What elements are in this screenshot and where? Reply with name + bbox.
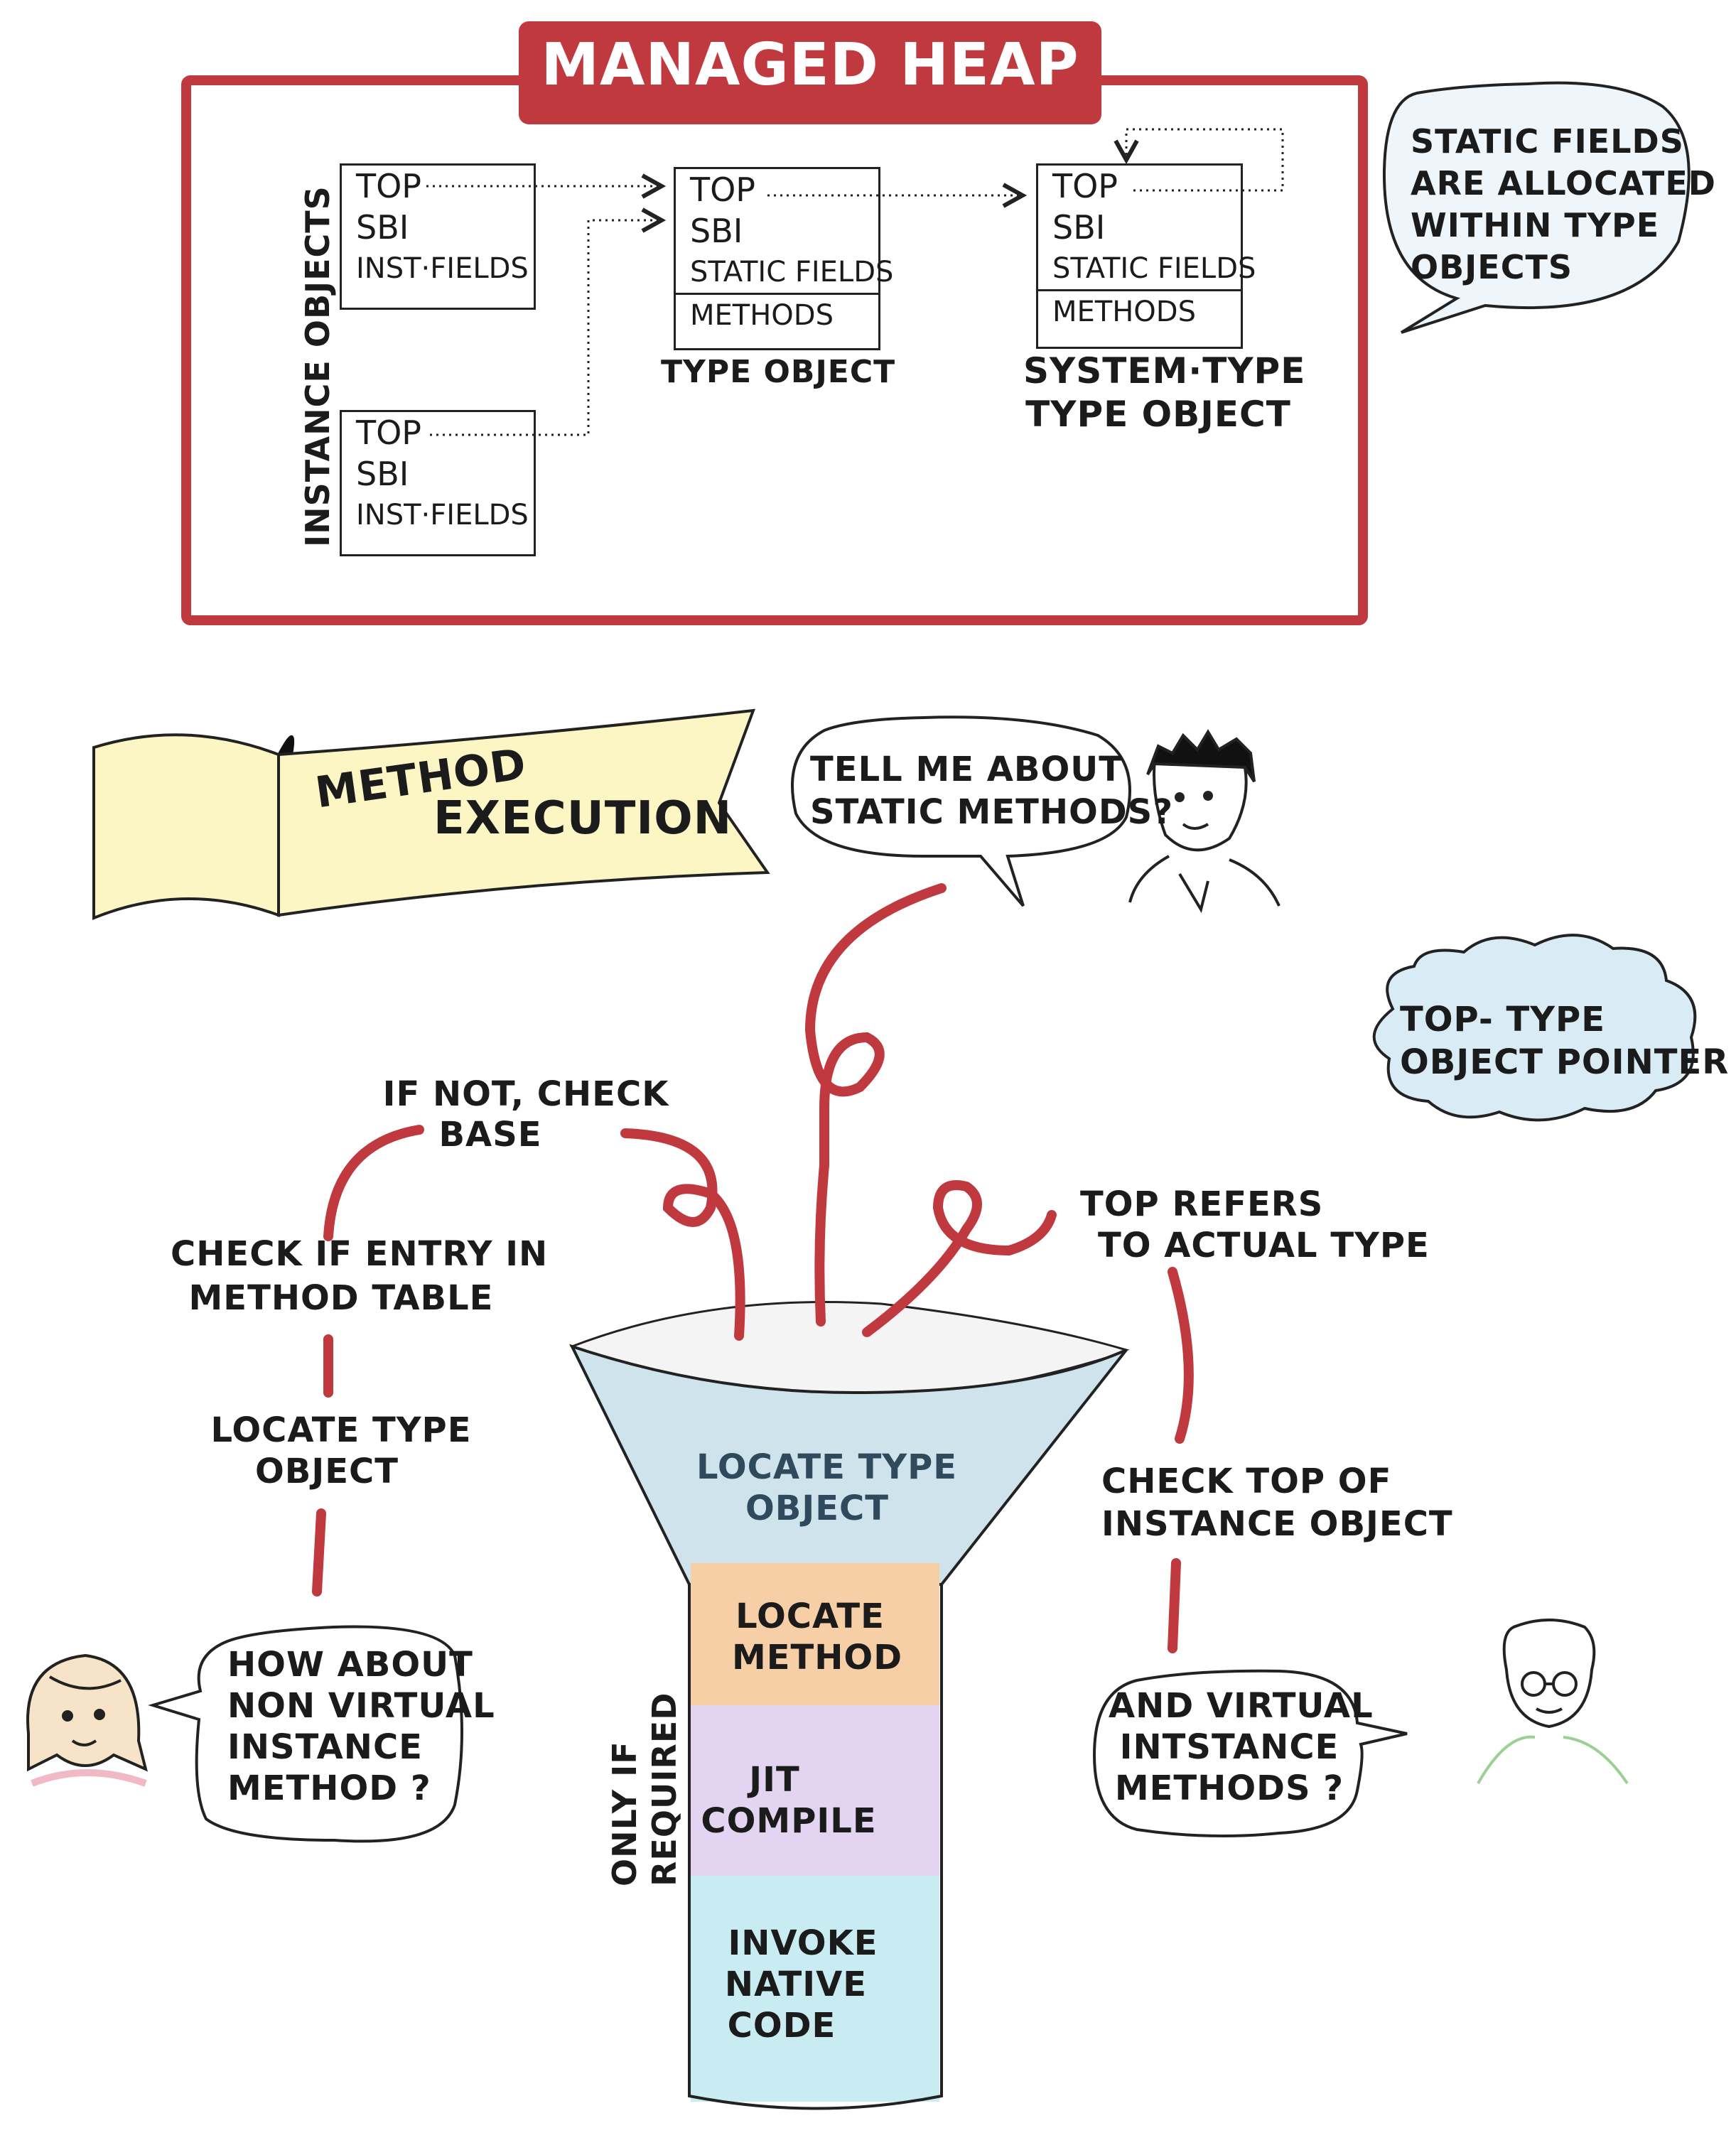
funnel-stage-purple-band — [691, 1705, 939, 1876]
method-execution-banner-line2: EXECUTION — [433, 792, 733, 845]
virtual-question-bubble — [1092, 1669, 1408, 1837]
instance-object-1-sbi: SBI — [356, 208, 409, 247]
instance-object-2: TOP SBI INST·FIELDS — [340, 410, 536, 556]
right-step-check-top-line2: INSTANCE OBJECT — [1101, 1504, 1453, 1544]
managed-heap-title: MANAGED HEAP — [541, 31, 1079, 99]
right-step-top-refers-line1: TOP REFERS — [1080, 1184, 1324, 1224]
right-step-check-top-line1: CHECK TOP OF — [1101, 1462, 1392, 1501]
virtual-question-line1: AND VIRTUAL — [1109, 1686, 1374, 1726]
static-fields-callout-line4: OBJECTS — [1411, 248, 1573, 286]
system-type-object-caption-line1: SYSTEM·TYPE — [1023, 350, 1306, 391]
managed-heap-title-tab — [519, 21, 1101, 124]
top-type-pointer-cloud — [1372, 934, 1697, 1122]
instance-objects-label: INSTANCE OBJECTS — [298, 185, 337, 547]
funnel-stage-locate-type-line1: LOCATE TYPE — [696, 1447, 958, 1487]
type-object: TOP SBI STATIC FIELDS METHODS — [674, 167, 894, 350]
instance-object-1-top: TOP — [356, 167, 422, 205]
static-fields-callout-line3: WITHIN TYPE — [1411, 206, 1660, 244]
type-object-methods: METHODS — [676, 293, 878, 336]
static-fields-callout-bubble — [1382, 81, 1691, 334]
funnel-stage-cyan-band — [691, 1876, 939, 2102]
type-object-caption: TYPE OBJECT — [661, 354, 896, 390]
virtual-question-line2: INTSTANCE — [1119, 1727, 1339, 1767]
older-man-character-virtual-question — [1477, 1619, 1629, 1785]
woman-character-nonvirtual-question — [26, 1653, 148, 1787]
nonvirtual-question-line1: HOW ABOUT — [227, 1645, 473, 1685]
top-type-pointer-line1: TOP- TYPE — [1400, 1000, 1605, 1039]
funnel-stage-jit-line2: COMPILE — [701, 1801, 877, 1841]
instance-object-1: TOP SBI INST·FIELDS — [340, 163, 536, 310]
type-object-static-fields: STATIC FIELDS — [690, 256, 894, 288]
left-step-method-table-line1: CHECK IF ENTRY IN — [171, 1234, 549, 1274]
funnel-stage-jit-line1: JIT — [749, 1760, 800, 1800]
system-type-object-static-fields: STATIC FIELDS — [1052, 252, 1256, 285]
funnel-side-note-line1: ONLY IF — [605, 1741, 644, 1886]
nonvirtual-question-line3: INSTANCE — [227, 1727, 423, 1767]
static-methods-question-line2: STATIC METHODS? — [810, 792, 1174, 832]
instance-object-1-inst-fields: INST·FIELDS — [356, 252, 529, 285]
flow-line-left-seg-2 — [312, 1508, 326, 1597]
man-character-static-question — [1128, 729, 1281, 914]
system-type-object-caption-line2: TYPE OBJECT — [1025, 394, 1291, 435]
left-step-method-table-line2: METHOD TABLE — [188, 1278, 494, 1318]
instance-object-2-inst-fields: INST·FIELDS — [356, 499, 529, 531]
funnel-stage-invoke-line2: NATIVE — [724, 1965, 868, 2004]
type-object-sbi: SBI — [690, 212, 743, 250]
left-step-check-base-line2: BASE — [438, 1115, 542, 1155]
funnel-stage-locate-method-line1: LOCATE — [735, 1597, 885, 1636]
funnel-cone — [569, 1344, 1128, 1586]
instance-object-2-top: TOP — [356, 414, 422, 452]
nonvirtual-question-line2: NON VIRTUAL — [227, 1686, 495, 1726]
system-type-object-top: TOP — [1052, 167, 1118, 205]
type-object-top: TOP — [690, 171, 756, 209]
flow-line-right-curl — [862, 1180, 1057, 1337]
left-step-locate-type-line1: LOCATE TYPE — [210, 1410, 472, 1450]
funnel-stage-locate-type-line2: OBJECT — [745, 1489, 889, 1528]
funnel-stage-invoke-line1: INVOKE — [728, 1923, 878, 1963]
nonvirtual-question-bubble — [148, 1625, 463, 1843]
flow-line-left-curl — [620, 1128, 745, 1341]
left-step-check-base-line1: IF NOT, CHECK — [382, 1074, 669, 1114]
funnel-side-note-line2: REQUIRED — [645, 1692, 684, 1886]
funnel-stage-orange-band — [691, 1563, 939, 1705]
static-fields-callout-line1: STATIC FIELDS — [1411, 122, 1684, 161]
flow-line-left-arc — [323, 1125, 424, 1241]
nonvirtual-question-line4: METHOD ? — [227, 1768, 431, 1808]
static-methods-question-line1: TELL ME ABOUT — [810, 750, 1123, 789]
flow-line-right-seg-2 — [1168, 1558, 1181, 1653]
flow-line-static-question — [804, 883, 947, 1327]
static-methods-question-bubble — [791, 715, 1131, 907]
static-fields-callout-line2: ARE ALLOCATED — [1411, 164, 1716, 202]
method-execution-ribbon-back — [92, 733, 280, 920]
funnel-stage-locate-method-line2: METHOD — [731, 1638, 903, 1678]
method-execution-ribbon-front — [277, 708, 770, 917]
system-type-object-sbi: SBI — [1052, 208, 1106, 247]
virtual-question-line3: METHODS ? — [1114, 1768, 1344, 1808]
right-step-top-refers-line2: TO ACTUAL TYPE — [1098, 1226, 1430, 1265]
funnel-stem-outline — [688, 1584, 943, 2110]
system-type-object: TOP SBI STATIC FIELDS METHODS — [1036, 163, 1256, 349]
flow-line-right-seg-1 — [1168, 1267, 1194, 1444]
top-type-pointer-line2: OBJECT POINTER — [1400, 1042, 1730, 1082]
left-step-locate-type-line2: OBJECT — [254, 1452, 399, 1491]
funnel-stage-invoke-line3: CODE — [727, 2006, 836, 2046]
instance-object-2-sbi: SBI — [356, 455, 409, 493]
system-type-object-methods: METHODS — [1038, 289, 1241, 333]
